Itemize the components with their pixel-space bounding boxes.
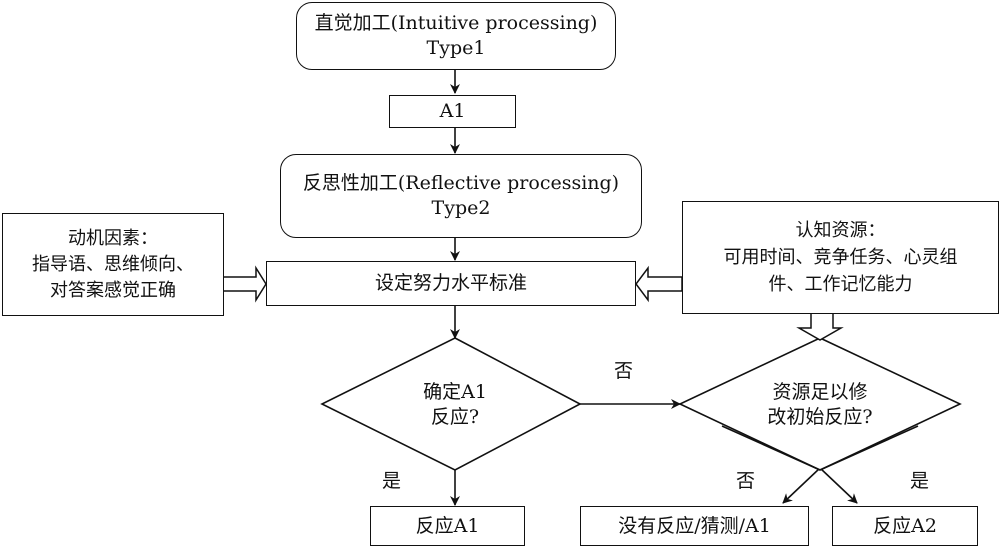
reflective-processing-type: Type2	[431, 197, 491, 219]
response-a2-node: 反应A2	[832, 506, 978, 546]
edge-decision2-to-no-response	[782, 467, 821, 504]
cognitive-resources-node: 认知资源： 可用时间、竞争任务、心灵组 件、工作记忆能力	[682, 201, 999, 314]
intuitive-processing-node: 直觉加工(Intuitive processing) Type1	[296, 2, 616, 70]
hollow-arrow-motivation-to-effort	[222, 265, 267, 303]
reflective-processing-node: 反思性加工(Reflective processing) Type2	[280, 154, 642, 238]
hollow-arrow-cognitive-to-decision2	[796, 313, 844, 341]
edge-decision2-to-respA2	[819, 467, 858, 504]
intuitive-processing-type: Type1	[426, 37, 486, 59]
decision1-no-label: 否	[614, 360, 634, 382]
decision-diamond-1	[320, 337, 582, 471]
decision1-line2: 反应?	[430, 406, 480, 428]
reflective-processing-title: 反思性加工(Reflective processing)	[302, 172, 620, 194]
motivation-factors-node: 动机因素： 指导语、思维倾向、 对答案感觉正确	[2, 213, 224, 316]
motivation-factors-line3: 对答案感觉正确	[50, 279, 176, 301]
a1-node: A1	[389, 95, 516, 128]
response-a1-label: 反应A1	[415, 514, 480, 537]
motivation-factors-title: 动机因素：	[68, 227, 158, 249]
response-a2-label: 反应A2	[873, 514, 937, 537]
decision1-text: 确定A1 反应?	[375, 380, 535, 430]
a1-label: A1	[439, 100, 466, 122]
intuitive-processing-title: 直觉加工(Intuitive processing)	[314, 12, 598, 34]
cognitive-resources-title: 认知资源：	[795, 220, 886, 241]
no-response-node: 没有反应/猜测/A1	[580, 506, 809, 546]
effort-standard-node: 设定努力水平标准	[266, 261, 636, 306]
effort-standard-label: 设定努力水平标准	[374, 272, 527, 294]
decision1-line1: 确定A1	[423, 381, 487, 403]
decision2-yes-label: 是	[910, 470, 930, 492]
decision2-text: 资源足以修 改初始反应?	[740, 380, 900, 430]
cognitive-resources-line3: 件、工作记忆能力	[768, 274, 913, 295]
no-response-label: 没有反应/猜测/A1	[618, 514, 771, 537]
cognitive-resources-line2: 可用时间、竞争任务、心灵组	[723, 247, 958, 268]
decision2-no-label: 否	[736, 470, 756, 492]
motivation-factors-line2: 指导语、思维倾向、	[32, 253, 194, 275]
decision2-line2: 改初始反应?	[767, 406, 873, 428]
decision2-line1: 资源足以修	[772, 381, 868, 403]
edge-cross-left	[721, 425, 821, 471]
hollow-arrow-cognitive-to-effort	[635, 265, 683, 303]
response-a1-node: 反应A1	[370, 506, 525, 546]
edge-cross-right	[819, 425, 919, 471]
decision1-yes-label: 是	[382, 470, 402, 492]
